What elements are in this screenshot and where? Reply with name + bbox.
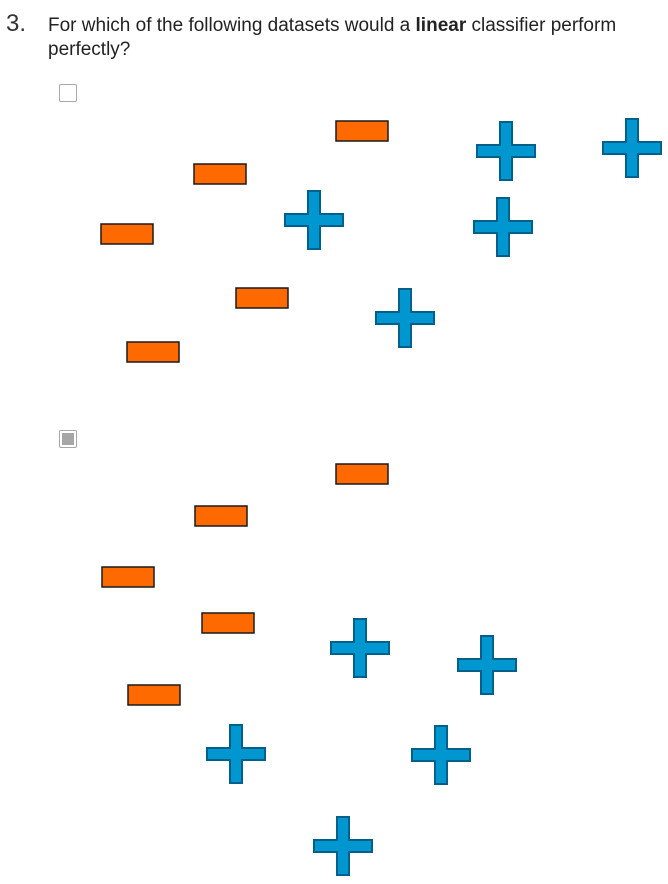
minus-marker [127,684,181,706]
minus-marker [100,223,154,245]
plus-marker [330,618,390,678]
plus-marker [375,288,435,348]
minus-marker [193,163,247,185]
plus-marker [206,724,266,784]
minus-marker [335,463,389,485]
option-2-checkbox[interactable] [59,430,77,448]
minus-marker [235,287,289,309]
plus-marker [313,816,373,876]
plus-marker [411,725,471,785]
option-1-checkbox[interactable] [59,84,77,102]
option-1-dataset-plot [100,118,662,363]
plus-marker [457,635,517,695]
minus-marker [101,566,155,588]
question-text-after: classifier perform perfectly? [48,15,617,60]
question-text: For which of the following datasets woul… [48,14,660,62]
minus-marker [194,505,248,527]
question-text-bold: linear [415,15,467,36]
question-text-before: For which of the following datasets woul… [48,15,416,36]
minus-marker [335,120,389,142]
plus-marker [476,121,536,181]
minus-marker [201,612,255,634]
minus-marker [126,341,180,363]
plus-marker [473,197,533,257]
plus-marker [284,190,344,250]
question-number: 3. [6,10,27,37]
plus-marker [602,118,662,178]
